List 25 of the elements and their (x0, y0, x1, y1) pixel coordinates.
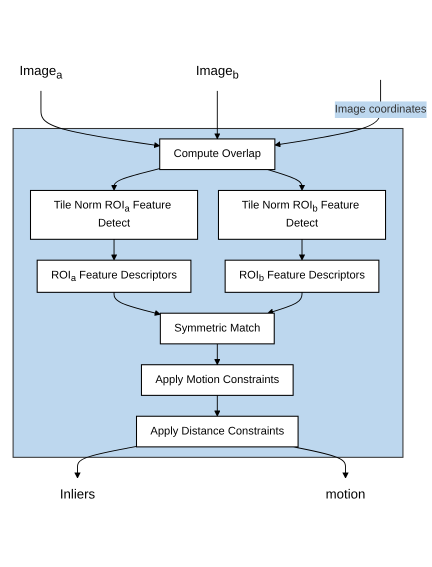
node-box: Apply Distance Constraints (136, 416, 299, 448)
node-box: Apply Motion Constraints (140, 364, 294, 396)
arrow (214, 394, 220, 417)
arrow (214, 343, 220, 366)
node-box: ROI$_{b}$ Feature Descriptors (224, 260, 380, 293)
node-box: Symmetric Match (160, 312, 275, 344)
arrow (298, 238, 306, 260)
node-text: motion (326, 487, 366, 502)
node-text: Image$_{b}$ (196, 64, 239, 82)
node-box: Tile Norm ROI$_{b}$ Feature Detect (218, 190, 386, 240)
node-text: Inliers (60, 487, 96, 502)
node-box: Tile Norm ROI$_{a}$ Feature Detect (30, 190, 198, 240)
arrow (274, 79, 382, 148)
arrow (74, 446, 137, 478)
edge-label: Image coordinates (334, 103, 426, 116)
arrow (214, 90, 220, 140)
arrow (110, 168, 160, 191)
node-box: ROI$_{a}$ Feature Descriptors (36, 260, 192, 293)
arrow (114, 292, 161, 316)
cluster (12, 128, 404, 458)
arrow (267, 292, 302, 315)
arrow (40, 90, 160, 148)
node-box: Compute Overlap (159, 138, 276, 170)
arrow (110, 238, 118, 260)
node-text: Image$_{a}$ (19, 64, 62, 82)
